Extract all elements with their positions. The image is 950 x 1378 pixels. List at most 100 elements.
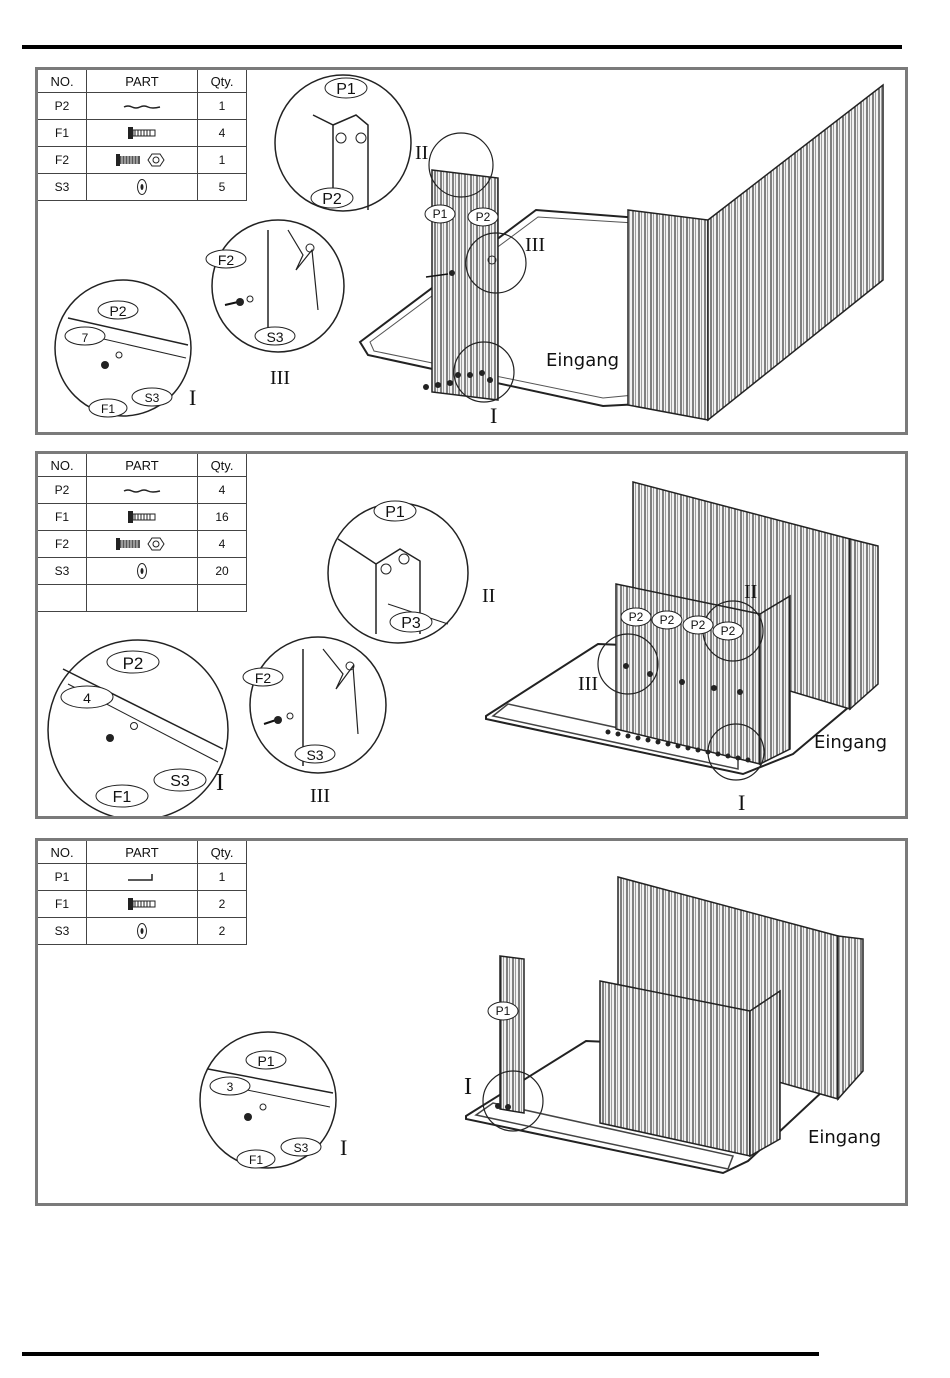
row-part-glyph xyxy=(87,918,198,945)
detail-i-roman: I xyxy=(189,385,196,410)
angle-strip-icon xyxy=(126,873,158,883)
bolt-nut-icon xyxy=(114,536,170,552)
main-roman-i: I xyxy=(490,403,497,428)
row-part-glyph xyxy=(87,864,198,891)
detail-i-part-f1: F1 xyxy=(113,789,132,806)
detail-iii-callout: F2 S3 III xyxy=(243,637,386,807)
row-part-no: P2 xyxy=(38,477,87,504)
row-part-glyph xyxy=(87,531,198,558)
detail-i-part-p2: P2 xyxy=(109,303,126,319)
col-header-part: PART xyxy=(87,70,198,93)
row-part-no: P2 xyxy=(38,93,87,120)
table-row: S3 20 xyxy=(38,558,247,585)
detail-ii-callout: P1 P3 II xyxy=(328,501,495,643)
row-qty: 2 xyxy=(198,918,247,945)
parts-table: NO. PART Qty. P1 1 F1 2 S3 2 xyxy=(38,841,247,945)
row-qty: 5 xyxy=(198,174,247,201)
table-row: F1 2 xyxy=(38,891,247,918)
col-header-no: NO. xyxy=(38,454,87,477)
table-row xyxy=(38,585,247,612)
col-header-no: NO. xyxy=(38,841,87,864)
row-part-no: F2 xyxy=(38,147,87,174)
strip-icon xyxy=(122,488,162,494)
col-header-no: NO. xyxy=(38,70,87,93)
row-part-glyph xyxy=(87,93,198,120)
row-qty: 4 xyxy=(198,477,247,504)
washer-icon xyxy=(136,922,148,940)
table-row: P1 1 xyxy=(38,864,247,891)
row-qty: 2 xyxy=(198,891,247,918)
detail-i-part-s3: S3 xyxy=(145,391,160,405)
main-label-p2c: P2 xyxy=(691,618,706,632)
detail-iii-roman: III xyxy=(310,785,330,807)
header-rule xyxy=(22,45,902,49)
main-label-p2a: P2 xyxy=(629,610,644,624)
screw-icon xyxy=(126,126,158,140)
row-part-glyph xyxy=(87,174,198,201)
washer-icon xyxy=(136,178,148,196)
washer-icon xyxy=(136,562,148,580)
table-header-row: NO. PART Qty. xyxy=(38,841,247,864)
table-row: F2 1 xyxy=(38,147,247,174)
detail-i-part-f1: F1 xyxy=(249,1153,263,1167)
detail-ii-callout: P1 P2 xyxy=(275,75,411,211)
detail-iii-part-f2: F2 xyxy=(218,252,235,268)
row-part-no: P1 xyxy=(38,864,87,891)
main-roman-ii: II xyxy=(415,142,428,164)
entrance-label: Eingang xyxy=(546,350,619,371)
assembly-step-1: P1 P2 II III I Eingang P1 P2 xyxy=(35,67,908,435)
detail-iii-callout: F2 S3 III xyxy=(206,220,344,389)
row-qty: 4 xyxy=(198,531,247,558)
row-qty: 1 xyxy=(198,93,247,120)
detail-i-callout: P2 7 F1 S3 I xyxy=(55,280,196,417)
detail-i-part-p2: P2 xyxy=(123,654,144,673)
main-roman-ii: II xyxy=(744,581,757,603)
row-qty xyxy=(198,585,247,612)
main-label-p1: P1 xyxy=(433,207,448,221)
row-part-no: S3 xyxy=(38,558,87,585)
row-part-no: S3 xyxy=(38,174,87,201)
row-qty: 1 xyxy=(198,147,247,174)
row-part-glyph xyxy=(87,477,198,504)
row-part-glyph xyxy=(87,120,198,147)
detail-ii-part-p2: P2 xyxy=(322,191,342,208)
detail-i-callout: P1 3 F1 S3 I xyxy=(200,1032,347,1168)
row-part-glyph xyxy=(87,585,198,612)
row-qty: 20 xyxy=(198,558,247,585)
footer-rule xyxy=(22,1352,819,1356)
row-qty: 1 xyxy=(198,864,247,891)
table-row: F1 4 xyxy=(38,120,247,147)
strip-icon xyxy=(122,104,162,110)
assembly-step-2: P2 P2 P2 P2 II III I Eingang P1 P3 II xyxy=(35,451,908,819)
table-row: F2 4 xyxy=(38,531,247,558)
detail-ii-part-p1: P1 xyxy=(336,81,356,98)
row-part-no: S3 xyxy=(38,918,87,945)
screw-icon xyxy=(126,897,158,911)
entrance-label: Eingang xyxy=(814,732,887,753)
detail-iii-part-f2: F2 xyxy=(255,670,272,686)
col-header-qty: Qty. xyxy=(198,841,247,864)
detail-i-callout: P2 4 F1 S3 I xyxy=(48,640,228,816)
row-part-no: F1 xyxy=(38,120,87,147)
detail-i-part-f1: F1 xyxy=(101,402,115,416)
col-header-qty: Qty. xyxy=(198,454,247,477)
main-roman-iii: III xyxy=(578,673,598,695)
row-part-no: F1 xyxy=(38,504,87,531)
detail-i-roman: I xyxy=(216,770,224,796)
assembly-step-3: P1 I Eingang P1 3 F1 S3 I NO. PART Qty. xyxy=(35,838,908,1206)
parts-table: NO. PART Qty. P2 1 F1 4 F2 1 S3 5 xyxy=(38,70,247,201)
main-label-p2: P2 xyxy=(476,210,491,224)
detail-ii-part-p3: P3 xyxy=(401,615,421,632)
main-label-p2b: P2 xyxy=(660,613,675,627)
table-row: F1 16 xyxy=(38,504,247,531)
col-header-part: PART xyxy=(87,841,198,864)
main-label-p2d: P2 xyxy=(721,624,736,638)
main-roman-iii: III xyxy=(525,234,545,256)
detail-i-part-s3: S3 xyxy=(294,1141,309,1155)
bolt-nut-icon xyxy=(114,152,170,168)
screw-icon xyxy=(126,510,158,524)
detail-i-screw-count: 3 xyxy=(227,1080,234,1094)
col-header-qty: Qty. xyxy=(198,70,247,93)
table-row: S3 5 xyxy=(38,174,247,201)
detail-iii-part-s3: S3 xyxy=(306,747,323,763)
